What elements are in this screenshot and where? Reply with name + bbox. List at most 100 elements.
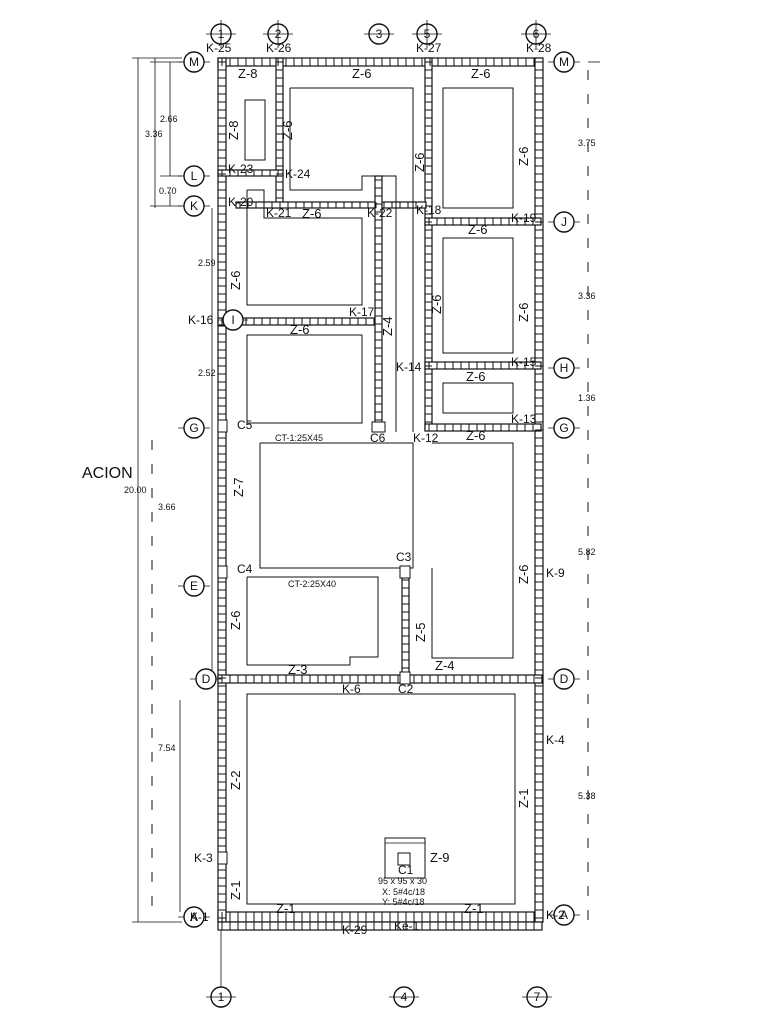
svg-text:1: 1 <box>218 990 225 1004</box>
axis-right: M J H G D A <box>548 51 580 926</box>
svg-text:D: D <box>560 672 569 686</box>
label-c2: C2 <box>398 682 414 696</box>
dim-right-1-36: 1.36 <box>578 393 596 403</box>
svg-text:A: A <box>560 908 568 922</box>
axis-bubble-left-M: M <box>178 51 210 73</box>
svg-text:H: H <box>560 361 569 375</box>
dim-right-5-82: 5.82 <box>578 547 596 557</box>
svg-text:M: M <box>559 55 569 69</box>
label-k3: K-3 <box>194 851 213 865</box>
label-z6-side-b: Z-6 <box>412 153 427 173</box>
axis-bubble-top-3: 3 <box>364 23 394 45</box>
label-k1: K-1 <box>190 910 209 924</box>
label-z1-right: Z-1 <box>516 789 531 809</box>
svg-text:A: A <box>190 910 198 924</box>
label-k28: K-28 <box>526 41 552 55</box>
z-labels-horizontal: Z-8 Z-6 Z-6 Z-6 Z-6 Z-6 Z-6 Z-6 Z-3 Z-4 … <box>238 66 491 916</box>
label-z5: Z-5 <box>413 623 428 643</box>
label-z6-e: Z-6 <box>228 611 243 631</box>
dim-0-70: 0.70 <box>159 186 177 196</box>
label-k9: K-9 <box>546 566 565 580</box>
footing-size: 95 x 95 x 30 <box>378 876 427 886</box>
label-k18: K-18 <box>416 203 442 217</box>
label-c1: C1 <box>398 863 414 877</box>
svg-text:6: 6 <box>533 27 540 41</box>
axis-bubble-left-K: K <box>178 195 210 217</box>
label-ke1: Ke-1 <box>394 919 420 933</box>
label-k16: K-16 <box>188 313 214 327</box>
axis-bubble-right-A: A <box>548 904 580 926</box>
label-k14: K-14 <box>396 360 422 374</box>
axis-bubble-right-H: H <box>548 357 580 379</box>
label-k12: K-12 <box>413 431 439 445</box>
label-c6: C6 <box>370 431 386 445</box>
label-z1-bottom-left: Z-1 <box>276 901 296 916</box>
label-z6-side-c: Z-6 <box>516 147 531 167</box>
axis-bubble-bottom-4: 4 <box>389 986 419 1008</box>
label-k13: K-13 <box>511 412 537 426</box>
partial-title: ACION <box>82 465 133 482</box>
label-c5: C5 <box>237 418 253 432</box>
dim-total: 20.00 <box>124 485 147 495</box>
label-k23: K-23 <box>228 162 254 176</box>
label-k22: K-22 <box>367 206 393 220</box>
footing-y: Y: 5#4c/18 <box>382 897 425 907</box>
room-outlines <box>244 87 516 905</box>
z-labels-vertical: Z-8 Z-6 Z-6 Z-6 Z-6 Z-6 Z-6 Z-4 Z-7 Z-6 … <box>226 121 531 901</box>
axis-bubble-left-L: L <box>178 165 210 187</box>
label-z9: Z-9 <box>430 850 450 865</box>
axis-bubble-right-D: D <box>548 668 580 690</box>
label-z4-i: Z-4 <box>380 317 395 337</box>
axis-top: 1 2 3 5 6 <box>206 20 551 48</box>
label-z6-g: Z-6 <box>466 428 486 443</box>
label-z6-i: Z-6 <box>290 322 310 337</box>
label-z6-k21: Z-6 <box>302 206 322 221</box>
svg-text:K: K <box>190 199 198 213</box>
label-c3: C3 <box>396 550 412 564</box>
label-z1-left: Z-1 <box>228 881 243 901</box>
axis-bubble-right-J: J <box>548 211 580 233</box>
dim-2-52: 2.52 <box>198 368 216 378</box>
axis-bubble-top-1: 1 <box>206 20 236 48</box>
label-z6-h: Z-6 <box>466 369 486 384</box>
label-z8-side: Z-8 <box>226 121 241 141</box>
label-k24: K-24 <box>285 167 311 181</box>
footing-spec: 95 x 95 x 30 X: 5#4c/18 Y: 5#4c/18 <box>378 876 427 907</box>
label-k26: K-26 <box>266 41 292 55</box>
svg-text:5: 5 <box>424 27 431 41</box>
dim-7-54: 7.54 <box>158 743 176 753</box>
axis-bottom: 1 4 7 <box>206 930 552 1008</box>
axis-bubble-left-G: G <box>178 417 210 439</box>
label-z6-right-low: Z-6 <box>516 565 531 585</box>
svg-text:G: G <box>189 421 198 435</box>
column-labels: C5 C6 C4 C3 C2 C1 <box>237 418 414 877</box>
dim-right-5-38: 5.38 <box>578 791 596 801</box>
dim-3-66: 3.66 <box>158 502 176 512</box>
left-dimension-lines <box>132 57 600 923</box>
svg-text:I: I <box>231 313 234 327</box>
axis-bubble-top-6: 6 <box>521 20 551 48</box>
svg-text:D: D <box>202 672 211 686</box>
label-z6-top-right: Z-6 <box>471 66 491 81</box>
svg-text:1: 1 <box>218 27 225 41</box>
footing-x: X: 5#4c/18 <box>382 887 425 897</box>
label-k17: K-17 <box>349 305 375 319</box>
label-k19: K-19 <box>511 211 537 225</box>
svg-text:2: 2 <box>275 27 282 41</box>
label-z6-side-a: Z-6 <box>280 121 295 141</box>
svg-text:G: G <box>559 421 568 435</box>
label-z6-left-k: Z-6 <box>228 271 243 291</box>
label-k25: K-25 <box>206 41 232 55</box>
label-k15: K-15 <box>511 355 537 369</box>
interior-walls <box>217 57 543 684</box>
label-z6-mid: Z-6 <box>429 295 444 315</box>
axis-bubble-bottom-7: 7 <box>522 986 552 1008</box>
label-z6-j: Z-6 <box>468 222 488 237</box>
axis-bubble-right-G: G <box>548 417 580 439</box>
svg-text:3: 3 <box>376 27 383 41</box>
k-labels: K-25 K-26 K-27 K-28 K-23 K-24 K-20 K-21 … <box>188 41 565 937</box>
dim-3-36: 3.36 <box>145 129 163 139</box>
dim-right-3-36: 3.36 <box>578 291 596 301</box>
label-k20: K-20 <box>228 195 254 209</box>
wall-hatching <box>218 58 543 930</box>
